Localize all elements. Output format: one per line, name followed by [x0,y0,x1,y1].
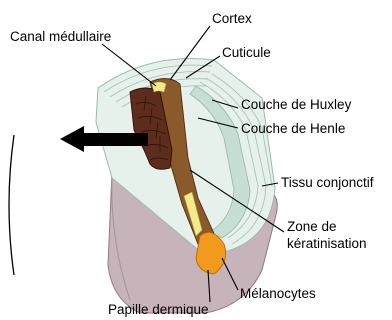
label-papille-dermique: Papille dermique [108,302,209,317]
label-couche-henle: Couche de Henle [241,121,345,136]
label-melanocytes: Mélanocytes [240,286,316,301]
cuticle-yellow [152,82,166,92]
label-couche-huxley: Couche de Huxley [241,97,352,112]
label-zone-keratinisation-line2: kératinisation [287,236,367,251]
label-cuticule: Cuticule [222,45,271,60]
label-tissu-conjonctif: Tissu conjonctif [281,175,374,190]
label-canal-medullaire: Canal médullaire [10,29,111,44]
outer-contour-arc [9,135,14,275]
label-cortex: Cortex [212,11,252,26]
label-zone-keratinisation-line1: Zone de [287,219,337,234]
